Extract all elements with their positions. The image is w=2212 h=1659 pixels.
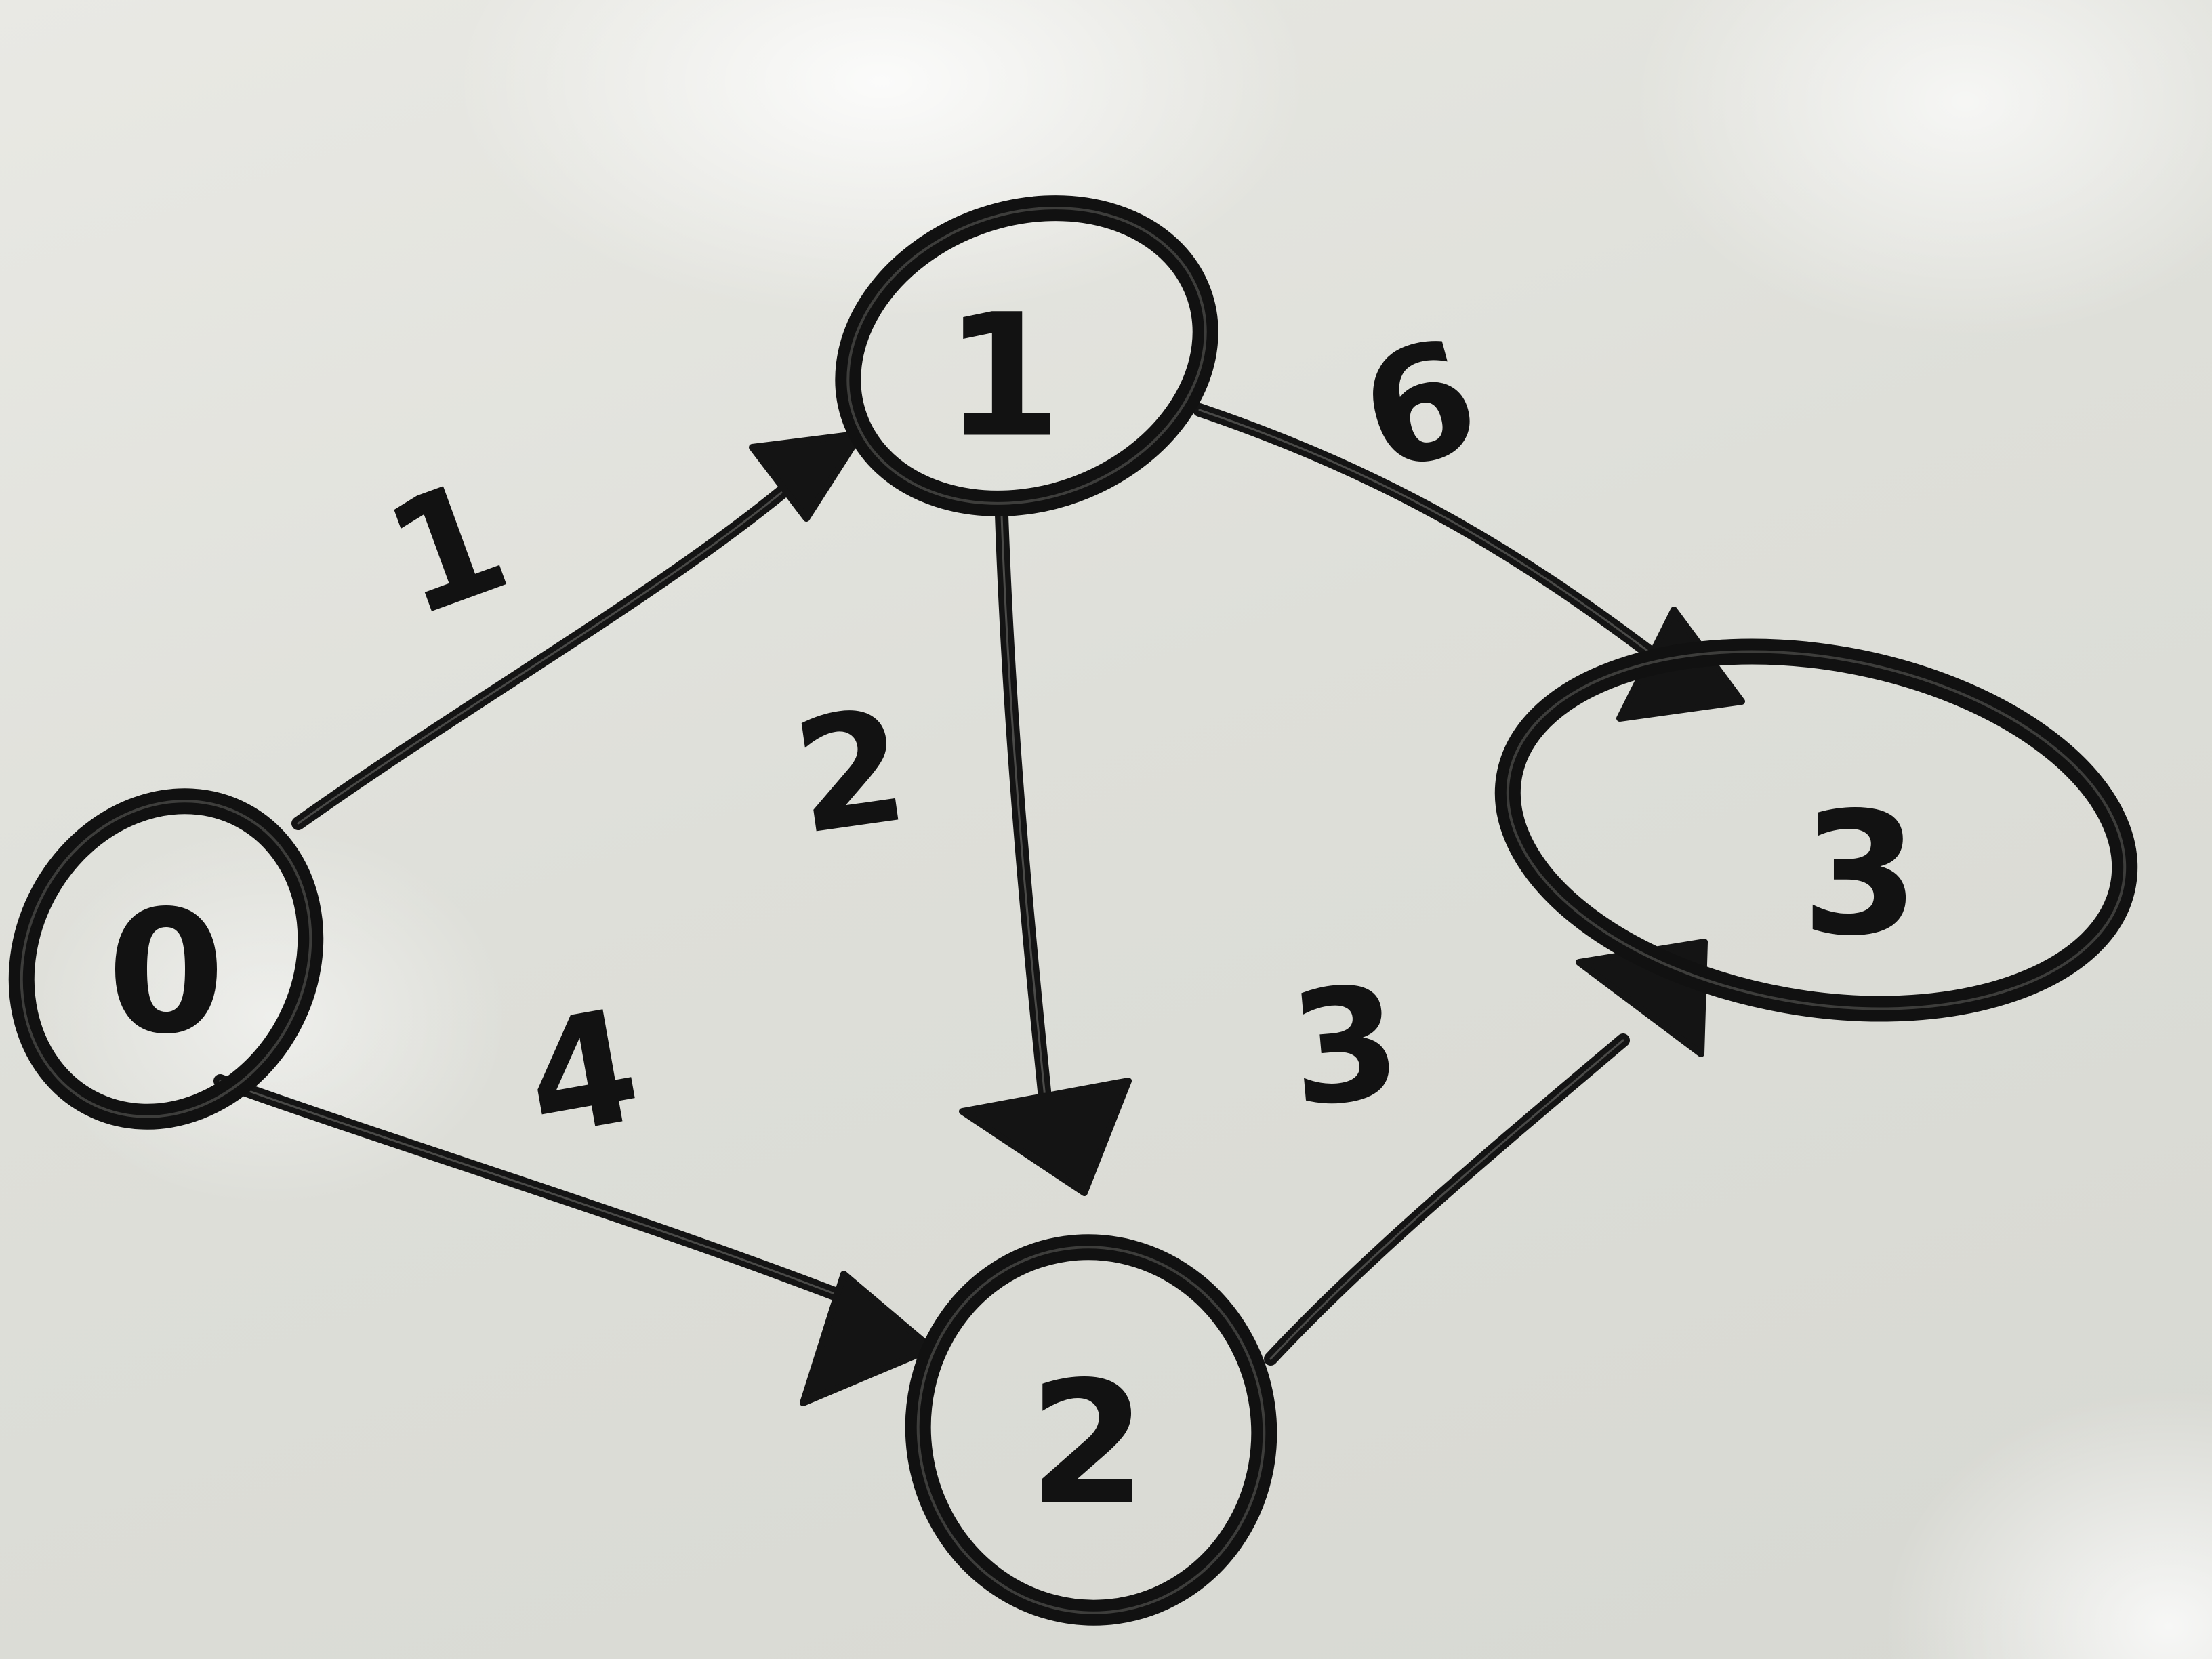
node-1: 1 xyxy=(835,195,1218,516)
edge-0-1 xyxy=(291,430,864,830)
node-2: 2 xyxy=(905,1234,1277,1626)
node-2-label: 2 xyxy=(1029,1345,1147,1542)
edge-2-3-weight: 3 xyxy=(1284,952,1408,1142)
edge-0-2-weight: 4 xyxy=(514,976,652,1173)
edge-1-2-weight: 2 xyxy=(784,676,917,870)
edge-0-1-weight: 1 xyxy=(365,445,529,653)
node-0-label: 0 xyxy=(107,874,225,1071)
arrowhead-0-1 xyxy=(749,430,864,522)
edge-1-2 xyxy=(959,508,1132,1196)
edge-0-2 xyxy=(213,1074,935,1406)
node-1-label: 1 xyxy=(944,278,1062,475)
arrowhead-0-2 xyxy=(800,1271,935,1406)
node-3-label: 3 xyxy=(1801,776,1919,973)
node-0: 0 xyxy=(8,788,324,1130)
node-3: 3 xyxy=(1494,638,2138,1022)
arrowhead-1-2 xyxy=(959,1078,1132,1196)
